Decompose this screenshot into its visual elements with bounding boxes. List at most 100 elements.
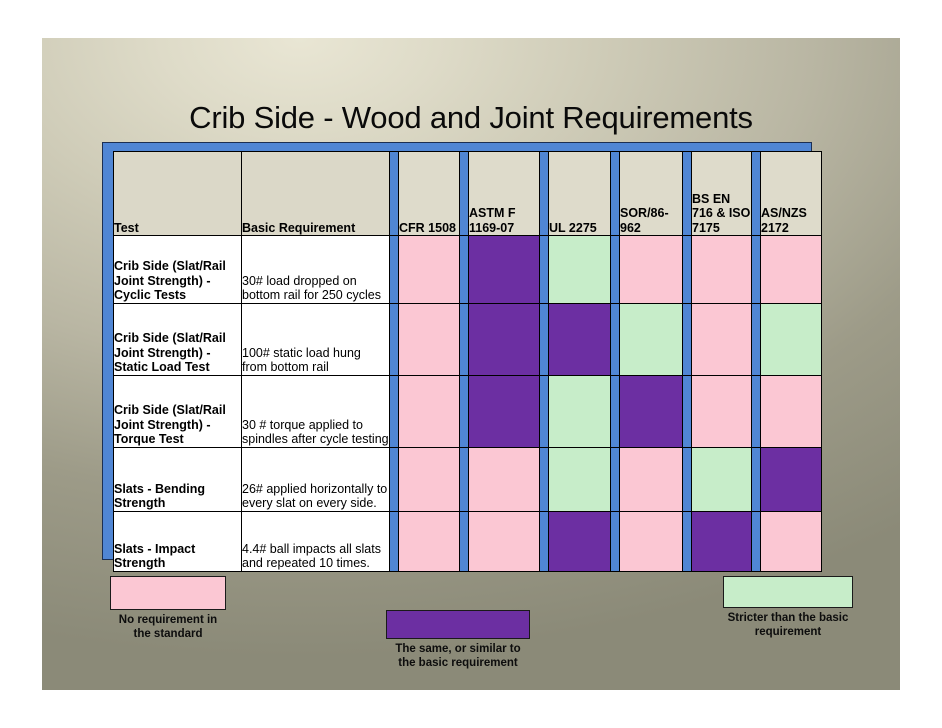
legend-caption-same-requirement: The same, or similar to the basic requir…: [395, 643, 521, 670]
cell-basic-requirement: 4.4# ball impacts all slats and repeated…: [241, 511, 390, 572]
legend-same-requirement: The same, or similar to the basic requir…: [352, 610, 564, 671]
cell-gap: [682, 447, 692, 512]
cell-basic-requirement: 100# static load hung from bottom rail: [241, 303, 390, 376]
column-header-basic: Basic Requirement: [241, 151, 390, 236]
cell-status-astm: [468, 375, 540, 448]
slide-canvas: Crib Side - Wood and Joint Requirements: [42, 38, 900, 690]
cell-gap: [539, 511, 549, 572]
header-gap: [539, 151, 549, 236]
cell-status-cfr: [398, 447, 460, 512]
cell-status-cfr: [398, 235, 460, 304]
cell-gap: [389, 303, 399, 376]
cell-status-cfr: [398, 303, 460, 376]
legend-stricter-requirement: Stricter than the basic requirement: [682, 576, 894, 640]
page-title: Crib Side - Wood and Joint Requirements: [189, 100, 753, 135]
cell-status-ul: [548, 511, 611, 572]
cell-gap: [539, 303, 549, 376]
column-header-test: Test: [113, 151, 242, 236]
cell-gap: [610, 303, 620, 376]
header-gap: [751, 151, 761, 236]
cell-status-ul: [548, 447, 611, 512]
column-header-asnzs: AS/NZS 2172: [760, 151, 822, 236]
legend-swatch-same-requirement: [386, 610, 530, 639]
cell-gap: [459, 375, 469, 448]
legend-swatch-no-requirement: [110, 576, 226, 610]
column-header-bsen: BS EN 716 & ISO 7175: [691, 151, 752, 236]
cell-gap: [389, 511, 399, 572]
cell-status-asnzs: [760, 511, 822, 572]
column-header-sor: SOR/86-962: [619, 151, 683, 236]
requirements-table-frame: Test Basic Requirement CFR 1508 ASTM F 1…: [102, 142, 822, 572]
cell-status-astm: [468, 447, 540, 512]
cell-gap: [682, 511, 692, 572]
cell-gap: [389, 235, 399, 304]
cell-status-asnzs: [760, 303, 822, 376]
cell-test-name: Slats - Bending Strength: [113, 447, 242, 512]
cell-gap: [539, 235, 549, 304]
cell-gap: [751, 235, 761, 304]
requirements-table: Test Basic Requirement CFR 1508 ASTM F 1…: [113, 151, 822, 572]
table-row: Crib Side (Slat/Rail Joint Strength) - C…: [113, 235, 822, 304]
cell-gap: [610, 235, 620, 304]
cell-status-sor: [619, 511, 683, 572]
cell-gap: [459, 235, 469, 304]
column-header-cfr: CFR 1508: [398, 151, 460, 236]
cell-gap: [751, 303, 761, 376]
cell-gap: [610, 375, 620, 448]
cell-status-bsen: [691, 511, 752, 572]
cell-status-cfr: [398, 511, 460, 572]
table-row: Crib Side (Slat/Rail Joint Strength) - T…: [113, 375, 822, 448]
cell-gap: [389, 375, 399, 448]
legend-caption-no-requirement: No requirement in the standard: [118, 614, 218, 641]
cell-gap: [610, 447, 620, 512]
cell-gap: [389, 447, 399, 512]
column-header-astm: ASTM F 1169-07: [468, 151, 540, 236]
cell-status-ul: [548, 235, 611, 304]
column-header-ul: UL 2275: [548, 151, 611, 236]
table-body: Crib Side (Slat/Rail Joint Strength) - C…: [113, 235, 822, 572]
cell-gap: [682, 235, 692, 304]
cell-test-name: Crib Side (Slat/Rail Joint Strength) - S…: [113, 303, 242, 376]
cell-status-ul: [548, 375, 611, 448]
cell-gap: [459, 303, 469, 376]
table-header-row: Test Basic Requirement CFR 1508 ASTM F 1…: [113, 151, 822, 236]
header-gap: [459, 151, 469, 236]
cell-status-sor: [619, 303, 683, 376]
cell-basic-requirement: 30 # torque applied to spindles after cy…: [241, 375, 390, 448]
cell-status-cfr: [398, 375, 460, 448]
header-gap: [610, 151, 620, 236]
cell-test-name: Crib Side (Slat/Rail Joint Strength) - T…: [113, 375, 242, 448]
cell-gap: [751, 375, 761, 448]
cell-status-astm: [468, 511, 540, 572]
cell-status-sor: [619, 235, 683, 304]
legend-no-requirement: No requirement in the standard: [84, 576, 252, 642]
cell-gap: [682, 375, 692, 448]
cell-status-astm: [468, 303, 540, 376]
cell-status-sor: [619, 447, 683, 512]
cell-status-sor: [619, 375, 683, 448]
cell-gap: [751, 447, 761, 512]
legend-swatch-stricter-requirement: [723, 576, 853, 608]
cell-status-bsen: [691, 303, 752, 376]
table-header: Test Basic Requirement CFR 1508 ASTM F 1…: [113, 151, 822, 236]
cell-basic-requirement: 30# load dropped on bottom rail for 250 …: [241, 235, 390, 304]
cell-gap: [459, 511, 469, 572]
cell-gap: [682, 303, 692, 376]
cell-basic-requirement: 26# applied horizontally to every slat o…: [241, 447, 390, 512]
table-row: Crib Side (Slat/Rail Joint Strength) - S…: [113, 303, 822, 376]
cell-gap: [459, 447, 469, 512]
cell-test-name: Crib Side (Slat/Rail Joint Strength) - C…: [113, 235, 242, 304]
cell-status-bsen: [691, 235, 752, 304]
cell-test-name: Slats - Impact Strength: [113, 511, 242, 572]
cell-gap: [539, 447, 549, 512]
header-gap: [389, 151, 399, 236]
cell-status-asnzs: [760, 375, 822, 448]
cell-status-astm: [468, 235, 540, 304]
cell-gap: [539, 375, 549, 448]
cell-status-ul: [548, 303, 611, 376]
legend-caption-stricter-requirement: Stricter than the basic requirement: [727, 612, 849, 639]
cell-status-asnzs: [760, 235, 822, 304]
cell-gap: [610, 511, 620, 572]
